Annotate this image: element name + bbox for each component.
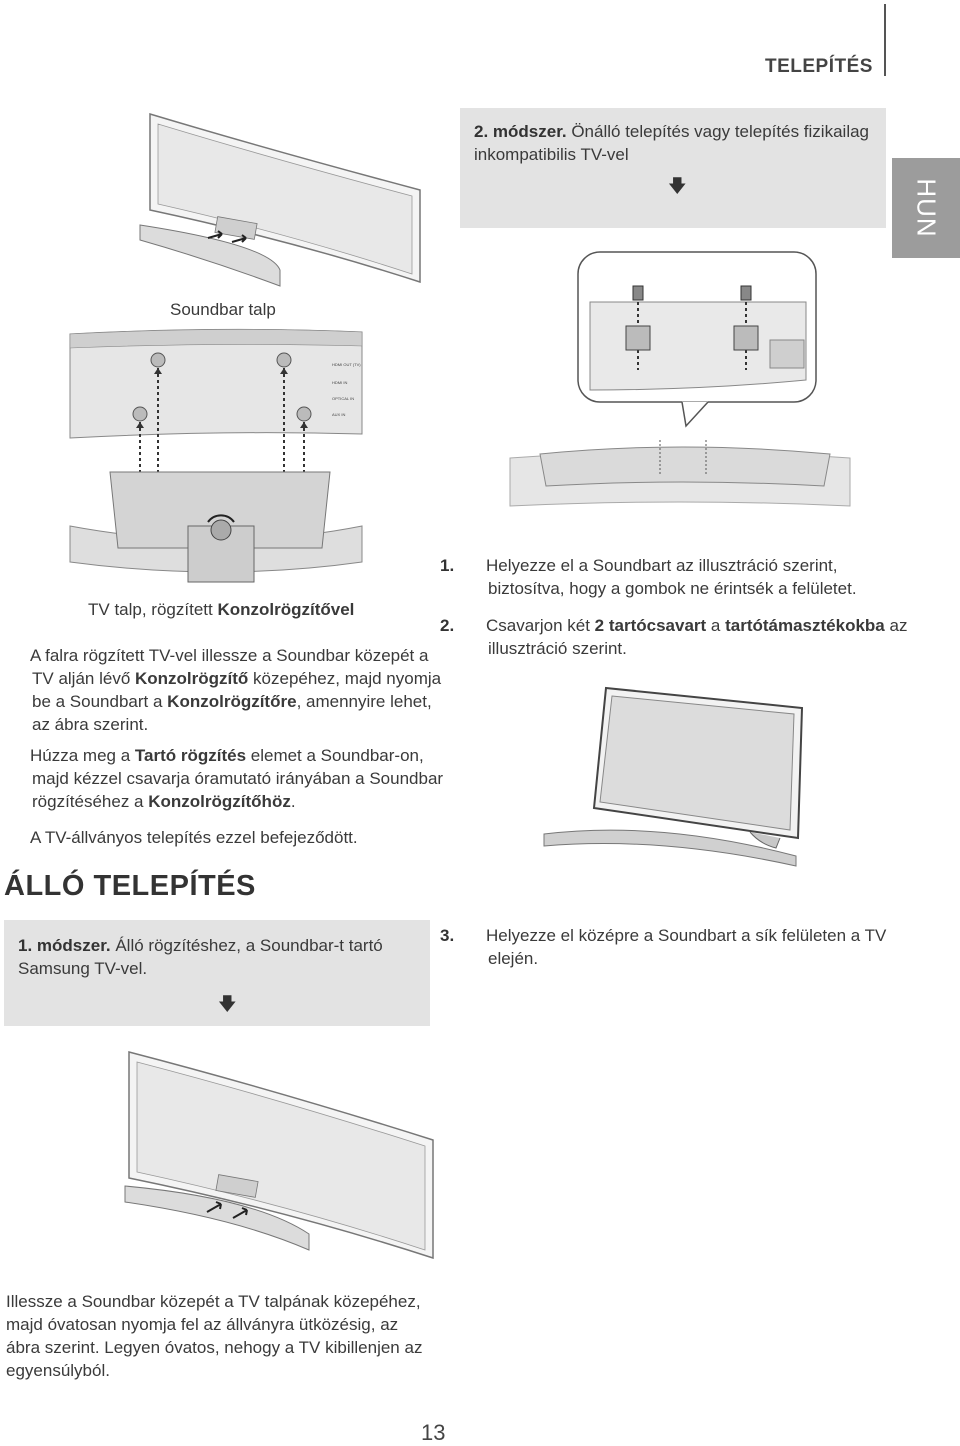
right-step-2-bold-a: 2 tartócsavart [594, 616, 707, 635]
header-divider [884, 4, 886, 76]
down-arrow-icon: 🡇 [218, 994, 237, 1014]
right-step-2-number: 2. [440, 616, 455, 635]
right-step-2-text-a: Csavarjon két [486, 616, 595, 635]
section-title: TELEPÍTÉS [765, 56, 873, 77]
tv-soundbar-top-illustration [139, 112, 421, 287]
right-step-1: 1. Helyezze el a Soundbart az illusztráci… [440, 554, 908, 600]
caption-tv-base-text: TV talp, rögzített [88, 600, 218, 619]
right-step-3-number: 3. [440, 926, 455, 945]
method1-text: 1. módszer. Álló rögzítéshez, a Soundbar… [18, 934, 418, 980]
method2-box: 2. módszer. Önálló telepítés vagy telepí… [460, 108, 886, 228]
right-step-2: 2. Csavarjon két 2 tartócsavart a tartótá… [440, 614, 908, 660]
left-step-8-text-c: . [290, 792, 296, 811]
language-tab-label: HUN [911, 178, 942, 238]
down-arrow-icon: 🡇 [668, 176, 687, 196]
standing-install-heading: ÁLLÓ TELEPÍTÉS [4, 870, 256, 902]
caption-soundbar-base: Soundbar talp [170, 300, 276, 319]
method2-text: 2. módszer. Önálló telepítés vagy telepí… [474, 120, 874, 166]
right-step-2-text-b: a [706, 616, 726, 635]
left-step-7-text-c: , amennyire lehet, az ábra szerint. [32, 692, 432, 734]
right-step-3-text: Helyezze el középre a Soundbart a sík fe… [486, 926, 887, 968]
left-step-7-text-a: A falra rögzített TV-vel illessze a Soun… [30, 646, 429, 688]
left-step-7-bold-b: Konzolrögzítőre [167, 692, 297, 711]
standing-install-paragraph: Illessze a Soundbar közepét a TV talpána… [6, 1292, 423, 1380]
left-step-8-bold-a: Tartó rögzítés [134, 746, 247, 765]
right-step-1-text: Helyezze el a Soundbart az illusztráció … [486, 556, 857, 598]
method2-label: 2. módszer. [474, 122, 567, 141]
left-step-8: 8.Húzza meg a Tartó rögzítés elemet a So… [8, 744, 452, 813]
left-step-8-text-b: elemet a Soundbar-on, majd kézzel csavar… [32, 746, 444, 811]
port-label-optical-in: OPTICAL IN [332, 396, 354, 401]
left-step-7-text-b: közepéhez, majd nyomja be a Soundbart a [32, 669, 442, 711]
caption-tv-base: TV talp, rögzített Konzolrögzítővel [88, 600, 354, 620]
soundbar-screws-illustration [509, 251, 851, 507]
method1-description: Álló rögzítéshez, a Soundbar-t tartó Sam… [18, 936, 383, 978]
port-label-hdmi-out: HDMI OUT (TV) [332, 362, 361, 367]
tv-front-soundbar-illustration [543, 686, 804, 867]
tv-stand-soundbar-illustration [124, 1051, 434, 1260]
left-step-8-text-a: Húzza meg a [30, 746, 135, 765]
left-step-8-number: 8. [8, 744, 30, 767]
caption-tv-base-bold: Konzolrögzítővel [217, 600, 355, 619]
page-number: 13 [421, 1420, 446, 1445]
soundbar-bracket-illustration: HDMI OUT (TV) HDMI IN OPTICAL IN AUX IN [69, 328, 363, 583]
right-step-2-bold-b: tartótámasztékokba [725, 616, 885, 635]
left-step-7: 7.A falra rögzített TV-vel illessze a So… [8, 644, 452, 736]
method2-description: Önálló telepítés vagy telepítés fizikail… [474, 122, 869, 164]
right-step-1-number: 1. [440, 556, 455, 575]
method1-box: 1. módszer. Álló rögzítéshez, a Soundbar… [4, 920, 430, 1026]
left-step-9: 9.A TV-állványos telepítés ezzel befejez… [8, 826, 452, 849]
left-step-9-number: 9. [8, 826, 30, 849]
method1-label: 1. módszer. [18, 936, 111, 955]
language-tab: HUN [892, 158, 960, 258]
right-step-3: 3. Helyezze el középre a Soundbart a sík … [440, 924, 908, 970]
left-step-9-text: A TV-állványos telepítés ezzel befejeződ… [30, 828, 358, 847]
left-step-8-bold-b: Konzolrögzítőhöz [148, 792, 291, 811]
left-step-7-bold-a: Konzolrögzítő [135, 669, 249, 688]
right-step-2-text-c: az illusztráció szerint. [488, 616, 908, 658]
port-label-aux-in: AUX IN [332, 412, 345, 417]
left-step-7-number: 7. [8, 644, 30, 667]
port-label-hdmi-in: HDMI IN [332, 380, 347, 385]
